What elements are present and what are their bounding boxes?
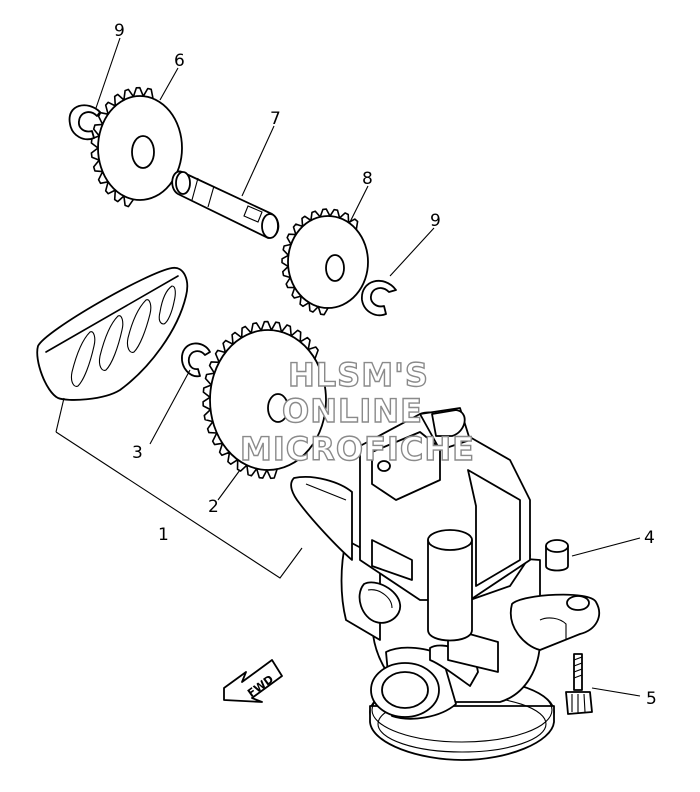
- watermark-line-1: HLSM'S: [288, 356, 429, 394]
- fwd-arrow: FWD: [223, 659, 283, 703]
- callout-1: 1: [158, 525, 169, 545]
- dowel-pin: [545, 539, 569, 572]
- watermark-line-3: MICROFICHE: [240, 430, 475, 468]
- callout-5: 5: [646, 689, 657, 709]
- watermark: HLSM'S ONLINE MICROFICHE: [239, 355, 475, 468]
- gear-upper: [90, 86, 183, 208]
- callout-6: 6: [174, 51, 185, 71]
- gear-large: [202, 320, 327, 480]
- callout-9-upper: 9: [114, 21, 125, 41]
- gear-middle: [281, 208, 369, 316]
- circlip-upper: [68, 104, 101, 141]
- leader-lines: [55, 37, 641, 697]
- callout-9-lower: 9: [430, 211, 441, 231]
- watermark-line-2: ONLINE: [282, 392, 423, 430]
- bolt: [565, 653, 593, 715]
- pump-cover: [36, 267, 189, 401]
- circlip-lower: [361, 280, 397, 317]
- callout-4: 4: [644, 528, 655, 548]
- callout-8: 8: [362, 169, 373, 189]
- callout-3: 3: [132, 443, 143, 463]
- callout-2: 2: [208, 497, 219, 517]
- callout-7: 7: [270, 109, 281, 129]
- callout-numbers: 9 6 7 8 9 3 2 1 4 5: [114, 21, 657, 709]
- oil-pump-housing: [290, 407, 601, 761]
- circlip-small: [181, 342, 211, 378]
- pump-shaft: [171, 170, 280, 239]
